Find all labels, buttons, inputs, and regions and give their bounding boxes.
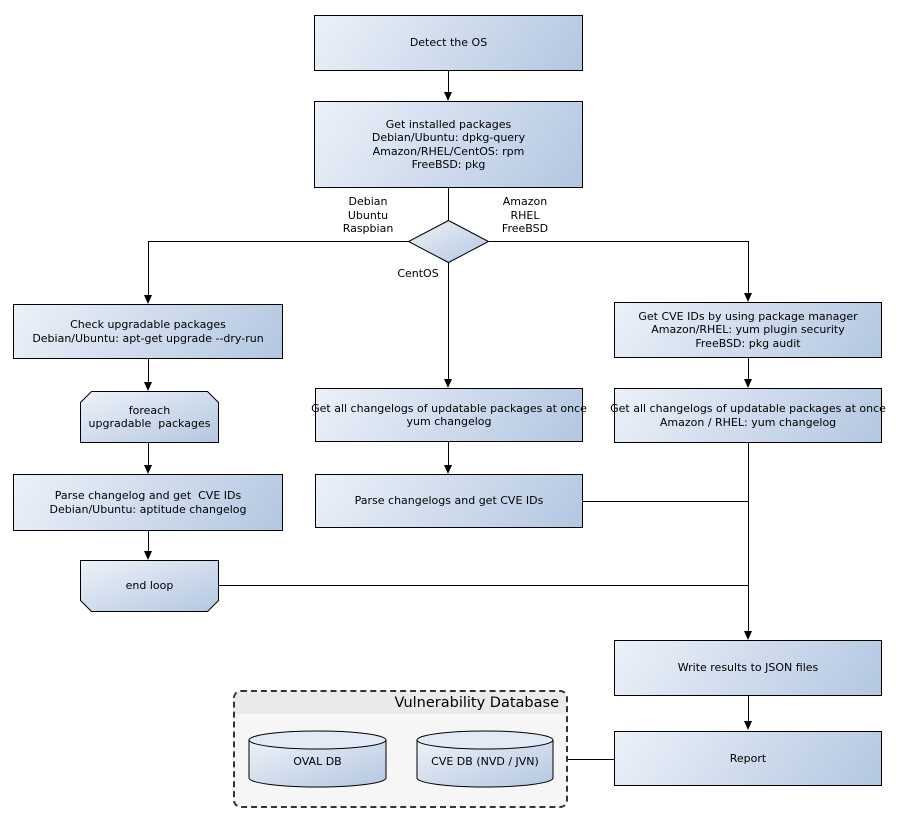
connector-line xyxy=(148,241,409,242)
connector-line xyxy=(148,241,149,296)
decision-diamond-os xyxy=(407,219,490,264)
connector-line xyxy=(448,442,449,466)
connector-line xyxy=(748,241,749,294)
connector-line xyxy=(748,696,749,722)
arrowhead xyxy=(444,379,452,388)
node-get-cve-ids-pkg-manager: Get CVE IDs by using package manager Ama… xyxy=(614,302,882,358)
node-get-changelogs-amazon: Get all changelogs of updatable packages… xyxy=(610,388,886,443)
node-report: Report xyxy=(614,731,882,786)
node-parse-changelog-debian: Parse changelog and get CVE IDs Debian/U… xyxy=(13,474,283,531)
arrowhead xyxy=(744,631,752,640)
cylinder-cve-db xyxy=(416,730,554,788)
branch-label-amazon: Amazon RHEL FreeBSD xyxy=(501,195,549,235)
node-parse-changelogs-centos: Parse changelogs and get CVE IDs xyxy=(315,474,583,528)
connector-line xyxy=(568,759,614,760)
branch-label-debian: Debian Ubuntu Raspbian xyxy=(342,195,394,235)
arrowhead xyxy=(744,721,752,730)
node-check-upgradable-packages: Check upgradable packages Debian/Ubuntu:… xyxy=(13,304,283,359)
label-end-loop: end loop xyxy=(125,579,174,593)
node-detect-os: Detect the OS xyxy=(314,15,583,71)
arrowhead xyxy=(144,295,152,304)
shape-foreach-loop xyxy=(80,391,219,443)
cylinder-oval-db xyxy=(248,730,387,788)
node-get-changelogs-centos: Get all changelogs of updatable packages… xyxy=(311,388,587,442)
connector-line xyxy=(448,262,449,380)
connector-line xyxy=(448,188,449,221)
connector-line xyxy=(148,531,149,552)
connector-line xyxy=(448,71,449,93)
arrowhead xyxy=(744,379,752,388)
arrowhead xyxy=(444,465,452,474)
arrowhead xyxy=(144,382,152,391)
label-oval-db: OVAL DB xyxy=(293,755,342,769)
connector-line xyxy=(583,501,748,502)
arrowhead xyxy=(144,465,152,474)
arrowhead xyxy=(444,92,452,101)
node-get-installed-packages: Get installed packages Debian/Ubuntu: dp… xyxy=(314,101,583,188)
arrowhead xyxy=(144,551,152,560)
arrowhead xyxy=(744,293,752,302)
shape-end-loop xyxy=(80,560,219,612)
connector-line xyxy=(148,359,149,383)
connector-line xyxy=(748,358,749,380)
connector-line xyxy=(219,585,748,586)
connector-line xyxy=(148,443,149,466)
label-foreach-loop: foreach upgradable packages xyxy=(88,403,211,431)
connector-line xyxy=(489,241,749,242)
node-write-results-json: Write results to JSON files xyxy=(614,640,882,696)
vulnerability-database-title: Vulnerability Database xyxy=(235,692,566,714)
branch-label-centos: CentOS xyxy=(397,267,439,280)
connector-line xyxy=(748,443,749,632)
label-cve-db: CVE DB (NVD / JVN) xyxy=(431,755,539,769)
